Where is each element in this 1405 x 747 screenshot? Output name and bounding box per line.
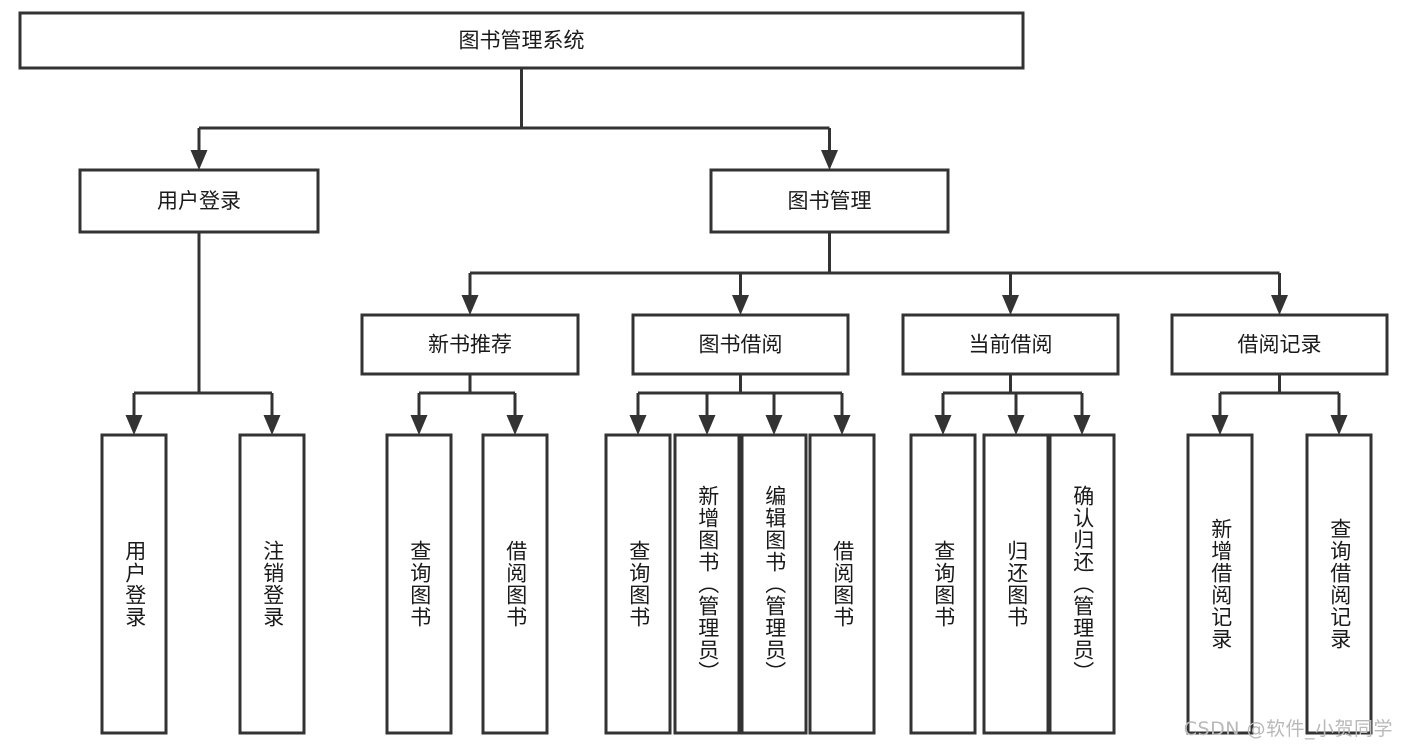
arrow-head-icon xyxy=(125,415,143,435)
node-label-leaf-edit-book: 编辑图书（管理员） xyxy=(762,485,787,683)
arrow-head-icon xyxy=(410,415,428,435)
node-label-user-login: 用户登录 xyxy=(157,189,241,213)
node-box-leaf-query-record xyxy=(1305,433,1373,735)
node-box-root xyxy=(18,11,1025,70)
node-label-wrap-leaf-return-book: 归还图书 xyxy=(1004,540,1029,628)
arrow-head-icon xyxy=(1002,295,1019,315)
node-new-book-recommend[interactable]: 新书推荐 xyxy=(360,313,580,376)
node-label-leaf-add-record: 新增借阅记录 xyxy=(1208,518,1233,650)
node-box-leaf-borrow-book-1 xyxy=(481,433,549,735)
node-label-leaf-borrow-book-2: 借阅图书 xyxy=(830,540,855,628)
node-leaf-query-book-2[interactable]: 查询图书 xyxy=(604,433,672,735)
node-label-leaf-add-book: 新增图书（管理员） xyxy=(695,485,720,683)
node-label-leaf-query-book-2: 查询图书 xyxy=(626,540,651,628)
node-label-wrap-leaf-add-record: 新增借阅记录 xyxy=(1208,518,1233,650)
node-box-book-borrow xyxy=(631,313,850,376)
node-label-current-borrow: 当前借阅 xyxy=(969,333,1053,357)
node-label-leaf-query-book-1: 查询图书 xyxy=(407,540,432,628)
node-box-leaf-logout xyxy=(238,433,306,735)
node-box-current-borrow xyxy=(901,313,1120,376)
arrow-head-icon xyxy=(698,415,716,435)
node-leaf-add-book[interactable]: 新增图书（管理员） xyxy=(673,433,741,735)
node-leaf-return-book[interactable]: 归还图书 xyxy=(982,433,1050,735)
node-current-borrow[interactable]: 当前借阅 xyxy=(901,313,1120,376)
node-box-leaf-add-record xyxy=(1186,433,1254,735)
node-label-wrap-leaf-borrow-book-2: 借阅图书 xyxy=(830,540,855,628)
arrow-head-icon xyxy=(821,150,838,170)
node-box-leaf-confirm-return xyxy=(1048,433,1116,735)
node-leaf-borrow-book-2[interactable]: 借阅图书 xyxy=(808,433,876,735)
node-borrow-record[interactable]: 借阅记录 xyxy=(1170,313,1389,376)
node-label-wrap-leaf-logout: 注销登录 xyxy=(260,540,285,628)
node-leaf-confirm-return[interactable]: 确认归还（管理员） xyxy=(1048,433,1116,735)
arrow-head-icon xyxy=(1211,415,1229,435)
node-label-wrap-leaf-borrow-book-1: 借阅图书 xyxy=(503,540,528,628)
node-leaf-query-book-3[interactable]: 查询图书 xyxy=(909,433,977,735)
connector-layer xyxy=(125,68,1348,435)
node-leaf-borrow-book-1[interactable]: 借阅图书 xyxy=(481,433,549,735)
node-label-leaf-user-login: 用户登录 xyxy=(122,540,147,628)
arrow-head-icon xyxy=(934,415,952,435)
node-leaf-user-login[interactable]: 用户登录 xyxy=(100,433,168,735)
node-label-wrap-leaf-query-book-1: 查询图书 xyxy=(407,540,432,628)
node-label-leaf-query-record: 查询借阅记录 xyxy=(1327,518,1352,650)
arrow-head-icon xyxy=(506,415,524,435)
node-leaf-query-book-1[interactable]: 查询图书 xyxy=(385,433,453,735)
arrow-head-icon xyxy=(1007,415,1025,435)
node-label-leaf-query-book-3: 查询图书 xyxy=(931,540,956,628)
arrow-head-icon xyxy=(765,415,783,435)
node-box-book-manage xyxy=(709,168,950,234)
node-box-leaf-add-book xyxy=(673,433,741,735)
node-box-borrow-record xyxy=(1170,313,1389,376)
node-box-leaf-query-book-1 xyxy=(385,433,453,735)
node-box-user-login xyxy=(78,168,320,234)
node-box-leaf-user-login xyxy=(100,433,168,735)
arrow-head-icon xyxy=(833,415,851,435)
node-label-wrap-leaf-add-book: 新增图书（管理员） xyxy=(695,485,720,683)
node-label-leaf-borrow-book-1: 借阅图书 xyxy=(503,540,528,628)
arrow-head-icon xyxy=(1330,415,1348,435)
node-label-wrap-leaf-query-record: 查询借阅记录 xyxy=(1327,518,1352,650)
node-leaf-logout[interactable]: 注销登录 xyxy=(238,433,306,735)
node-leaf-query-record[interactable]: 查询借阅记录 xyxy=(1305,433,1373,735)
arrow-head-icon xyxy=(1073,415,1091,435)
arrow-head-icon xyxy=(732,295,749,315)
node-leaf-edit-book[interactable]: 编辑图书（管理员） xyxy=(740,433,808,735)
node-book-borrow[interactable]: 图书借阅 xyxy=(631,313,850,376)
node-box-leaf-edit-book xyxy=(740,433,808,735)
node-label-wrap-leaf-user-login: 用户登录 xyxy=(122,540,147,628)
node-label-wrap-leaf-edit-book: 编辑图书（管理员） xyxy=(762,485,787,683)
node-box-leaf-borrow-book-2 xyxy=(808,433,876,735)
node-label-wrap-leaf-query-book-3: 查询图书 xyxy=(931,540,956,628)
node-label-leaf-logout: 注销登录 xyxy=(260,540,285,628)
node-box-new-book-recommend xyxy=(360,313,580,376)
node-label-new-book-recommend: 新书推荐 xyxy=(428,333,512,357)
node-label-leaf-confirm-return: 确认归还（管理员） xyxy=(1070,485,1095,683)
node-book-manage[interactable]: 图书管理 xyxy=(709,168,950,234)
node-box-leaf-query-book-3 xyxy=(909,433,977,735)
node-label-wrap-leaf-query-book-2: 查询图书 xyxy=(626,540,651,628)
node-label-leaf-return-book: 归还图书 xyxy=(1004,540,1029,628)
node-box-leaf-return-book xyxy=(982,433,1050,735)
node-label-book-manage: 图书管理 xyxy=(788,189,872,213)
arrow-head-icon xyxy=(629,415,647,435)
arrow-head-icon xyxy=(1271,295,1288,315)
node-layer: 图书管理系统用户登录图书管理新书推荐图书借阅当前借阅借阅记录用户登录注销登录查询… xyxy=(18,11,1389,735)
node-box-leaf-query-book-2 xyxy=(604,433,672,735)
node-label-wrap-leaf-confirm-return: 确认归还（管理员） xyxy=(1070,485,1095,683)
node-label-root: 图书管理系统 xyxy=(459,29,585,53)
node-root[interactable]: 图书管理系统 xyxy=(18,11,1025,70)
node-label-book-borrow: 图书借阅 xyxy=(699,333,783,357)
arrow-head-icon xyxy=(461,295,479,315)
node-label-borrow-record: 借阅记录 xyxy=(1238,333,1322,357)
arrow-head-icon xyxy=(263,415,281,435)
arrow-head-icon xyxy=(190,150,208,170)
node-user-login[interactable]: 用户登录 xyxy=(78,168,320,234)
node-leaf-add-record[interactable]: 新增借阅记录 xyxy=(1186,433,1254,735)
